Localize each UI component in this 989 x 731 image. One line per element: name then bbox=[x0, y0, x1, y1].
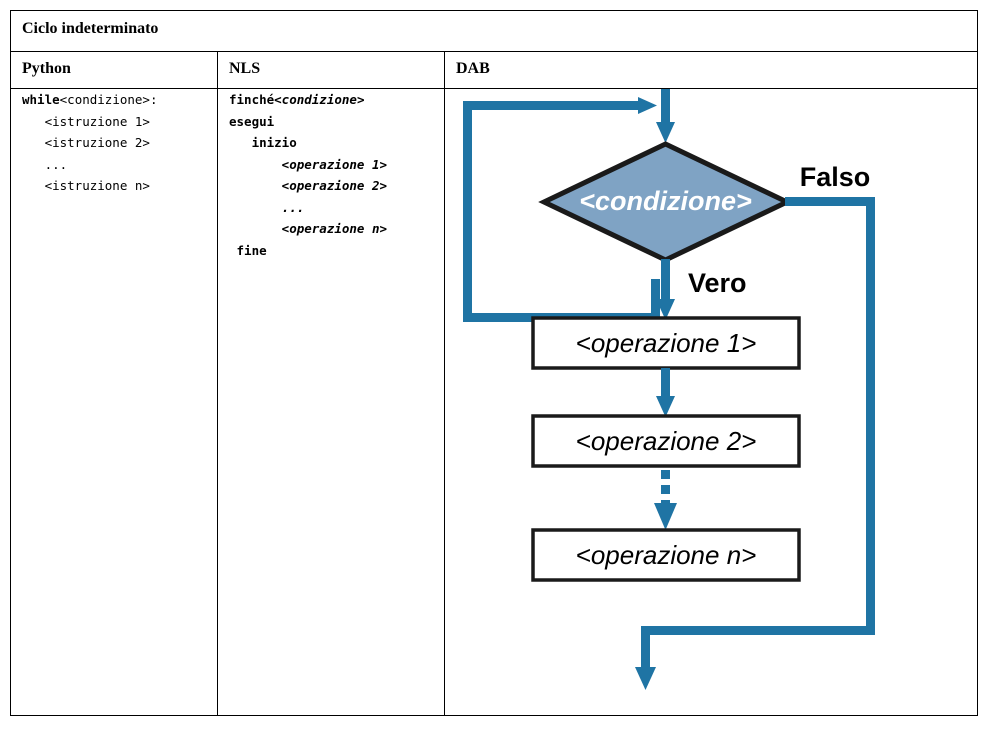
flowchart-svg: <condizione> Falso bbox=[463, 89, 875, 690]
column-header-python-label: Python bbox=[22, 60, 71, 77]
python-line-3: ... bbox=[22, 156, 68, 172]
table-header-row: Python NLS DAB bbox=[10, 51, 978, 89]
nls-keyword-esegui: esegui bbox=[229, 113, 275, 129]
nls-placeholder-ellipsis: ... bbox=[229, 199, 305, 215]
column-header-dab-label: DAB bbox=[456, 60, 490, 77]
operation-box-2-label: <operazione 2> bbox=[576, 426, 757, 456]
decision-label: <condizione> bbox=[579, 186, 752, 216]
column-header-dab: DAB bbox=[444, 51, 978, 89]
nls-keyword-inizio: inizio bbox=[229, 135, 297, 150]
operation-box-n: <operazione n> bbox=[531, 528, 801, 582]
entry-arrow bbox=[656, 89, 675, 143]
nls-placeholder-operazione-2: <operazione 2> bbox=[229, 178, 388, 193]
nls-keyword-fine: fine bbox=[229, 242, 267, 258]
table-title-row: Ciclo indeterminato bbox=[10, 10, 978, 52]
loopback-arrowhead-icon bbox=[638, 97, 657, 114]
python-line-4: <istruzione n> bbox=[22, 178, 150, 193]
arrow-dashed-ellipsis bbox=[654, 470, 677, 530]
python-keyword-while: while bbox=[22, 92, 60, 107]
arrow-dashed-head-icon bbox=[654, 503, 677, 530]
arrow-box1-box2 bbox=[656, 368, 675, 417]
page-title: Ciclo indeterminato bbox=[22, 20, 159, 37]
operation-box-2: <operazione 2> bbox=[531, 414, 801, 468]
dab-diagram-cell: <condizione> Falso bbox=[444, 88, 978, 716]
python-code-block: while<condizione>: <istruzione 1> <istru… bbox=[11, 89, 217, 197]
nls-placeholder-operazione-1: <operazione 1> bbox=[229, 156, 388, 172]
false-branch-arrowhead-icon bbox=[635, 667, 656, 690]
nls-code-cell: finché<condizione> esegui inizio <operaz… bbox=[217, 88, 445, 716]
decision-node: <condizione> bbox=[538, 141, 793, 263]
python-line-2: <istruzione 2> bbox=[22, 135, 150, 150]
dab-canvas: <condizione> Falso bbox=[445, 89, 977, 715]
entry-arrowhead-icon bbox=[656, 122, 675, 143]
python-code-cell: while<condizione>: <istruzione 1> <istru… bbox=[10, 88, 218, 716]
column-header-nls-label: NLS bbox=[229, 60, 261, 77]
column-header-python: Python bbox=[10, 51, 218, 89]
branch-label-vero: Vero bbox=[688, 268, 747, 298]
table-body-row: while<condizione>: <istruzione 1> <istru… bbox=[10, 88, 978, 716]
python-line-0-rest: <condizione>: bbox=[59, 92, 158, 107]
table-title-cell: Ciclo indeterminato bbox=[10, 10, 978, 52]
ciclo-indeterminato-table: Ciclo indeterminato Python NLS DAB while… bbox=[10, 10, 978, 716]
true-branch-arrowhead-icon bbox=[656, 299, 675, 320]
python-line-1: <istruzione 1> bbox=[22, 113, 150, 129]
nls-code-block: finché<condizione> esegui inizio <operaz… bbox=[218, 89, 444, 261]
operation-box-n-label: <operazione n> bbox=[576, 540, 757, 570]
operation-box-1-label: <operazione 1> bbox=[576, 328, 757, 358]
branch-label-falso: Falso bbox=[800, 162, 871, 192]
column-header-nls: NLS bbox=[217, 51, 445, 89]
operation-box-1: <operazione 1> bbox=[531, 316, 801, 370]
nls-placeholder-condizione: <condizione> bbox=[274, 92, 365, 107]
false-branch-path bbox=[635, 197, 875, 690]
nls-placeholder-operazione-n: <operazione n> bbox=[229, 221, 388, 236]
arrow-box1-box2-head-icon bbox=[656, 396, 675, 417]
true-branch-arrow bbox=[656, 259, 675, 320]
nls-keyword-finche: finché bbox=[229, 92, 275, 107]
